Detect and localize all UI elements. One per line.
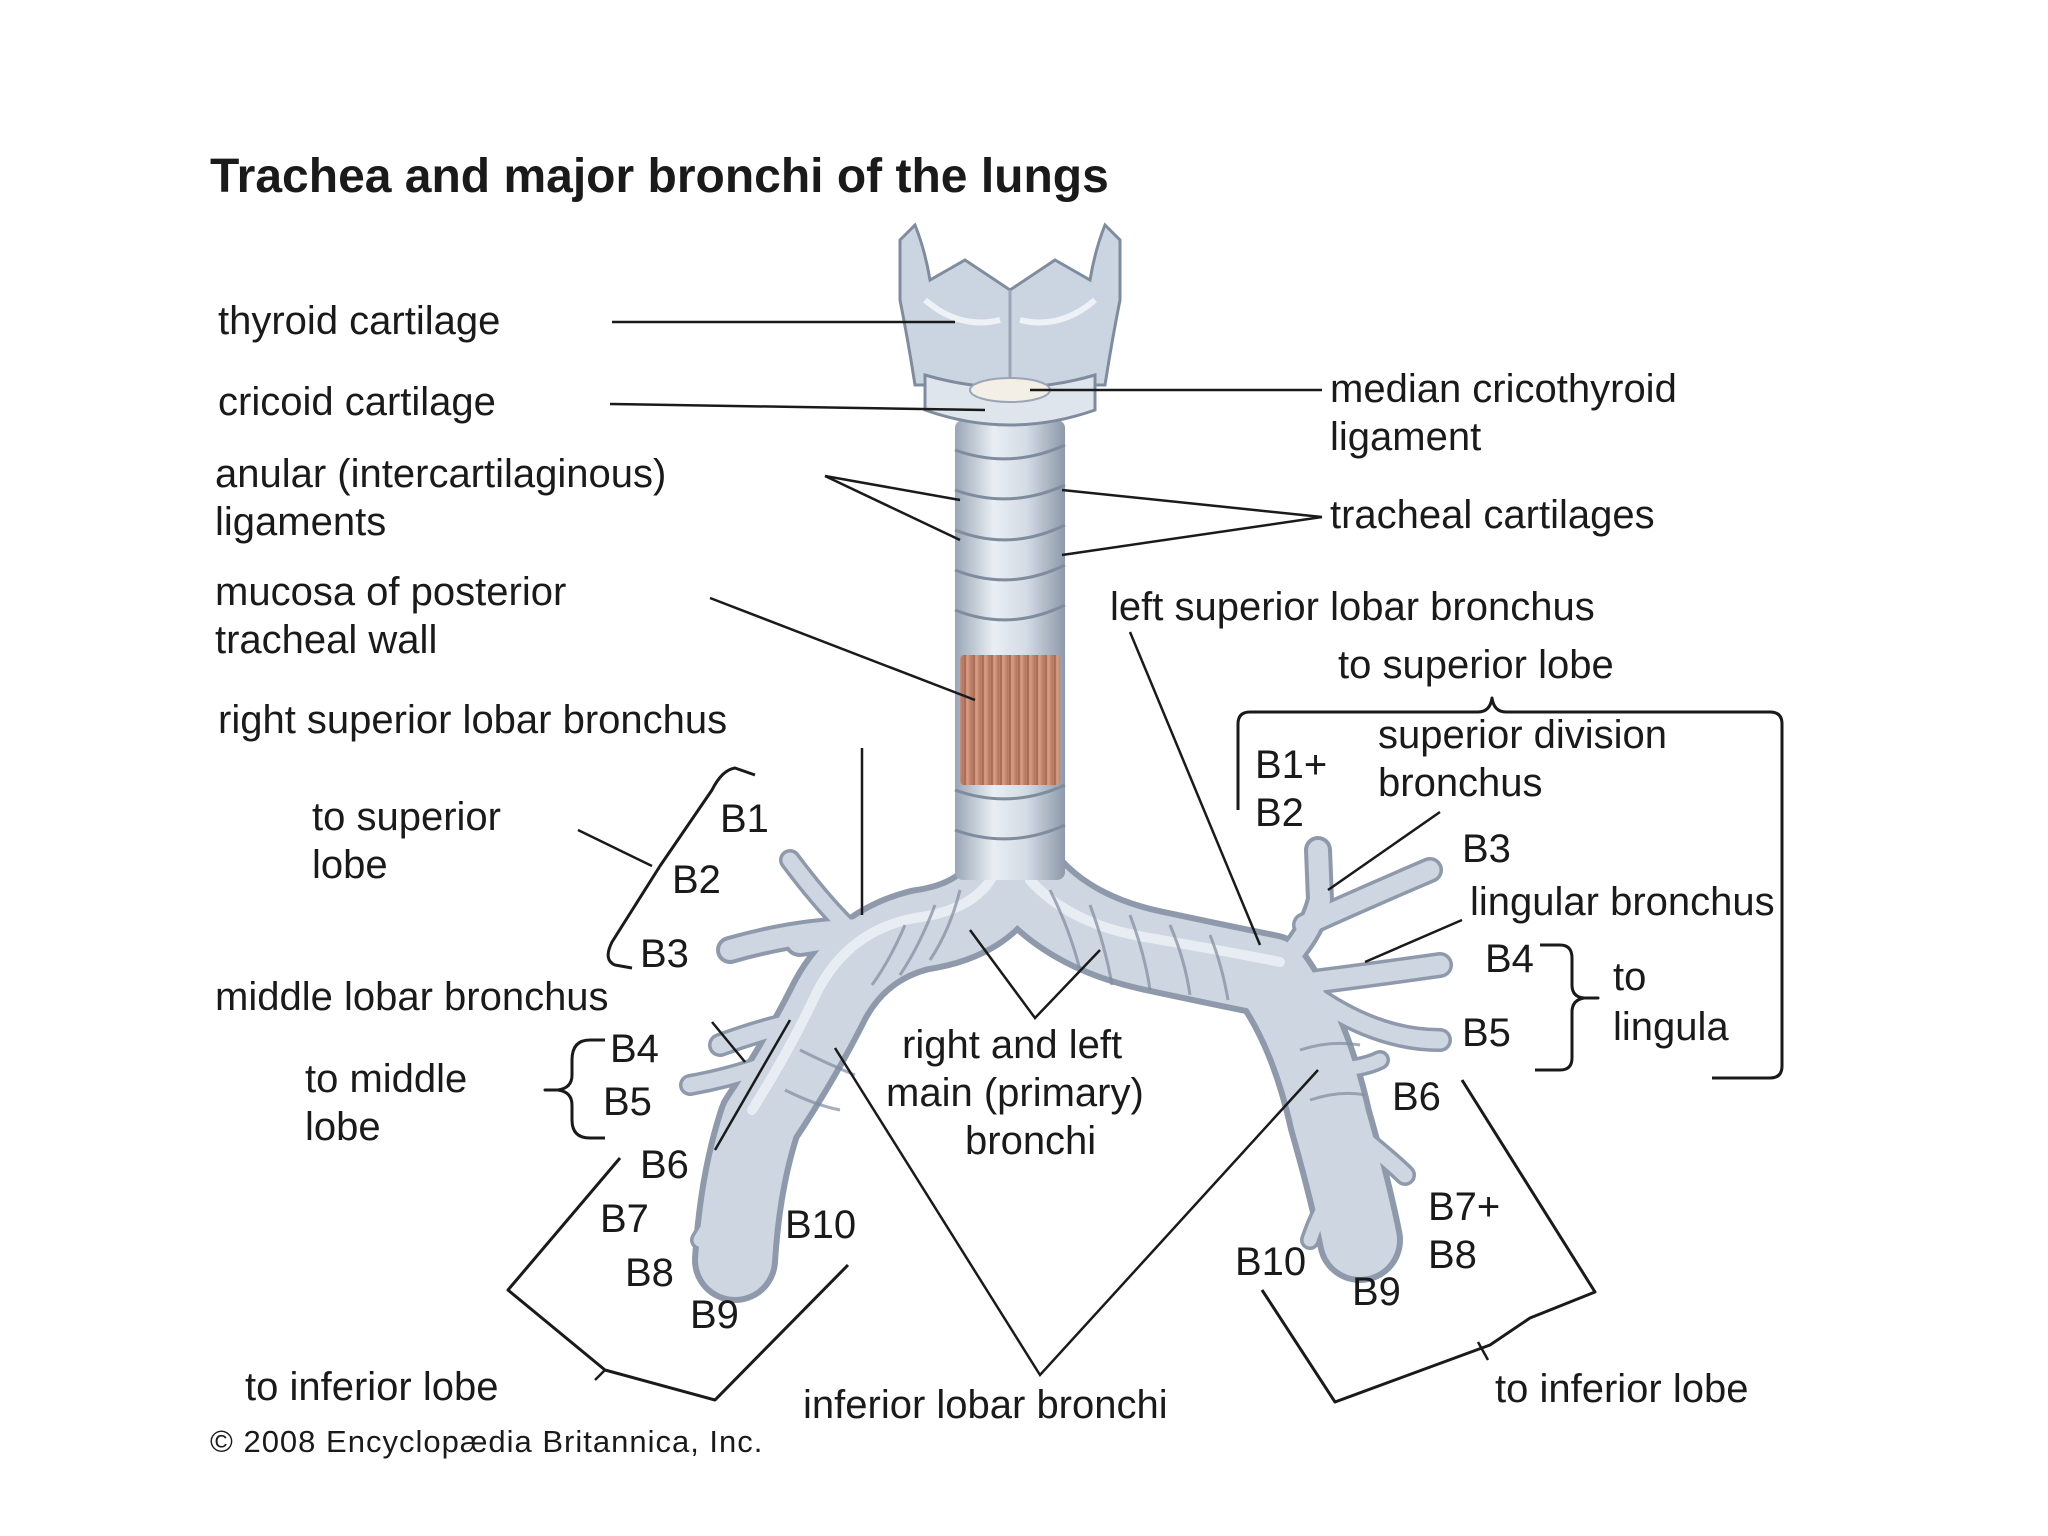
copyright-notice: © 2008 Encyclopædia Britannica, Inc.	[210, 1424, 763, 1459]
leader-to-inferior-lobe-right	[594, 1369, 606, 1381]
label-thyroid-cartilage: thyroid cartilage	[218, 299, 500, 343]
leader-main-bronchi	[968, 929, 1101, 1020]
label-anular-ligaments-1: anular (intercartilaginous)	[215, 452, 666, 496]
label-tracheal-cartilages: tracheal cartilages	[1330, 493, 1655, 537]
label-main-bronchi-3: bronchi	[965, 1119, 1096, 1163]
label-median-cricothyroid-1: median cricothyroid	[1330, 367, 1677, 411]
left-labels: thyroid cartilage cricoid cartilage anul…	[215, 299, 986, 1409]
label-to-inferior-lobe-left: to inferior lobe	[1495, 1367, 1748, 1411]
label-l-b10: B10	[1235, 1240, 1306, 1284]
leader-tracheal-cartilages-1	[1061, 488, 1323, 519]
bracket-inferior-lobe-right	[506, 1157, 850, 1402]
label-l-b3: B3	[1462, 827, 1511, 871]
label-mucosa-2: tracheal wall	[215, 618, 437, 662]
leader-anular-1	[824, 474, 961, 502]
leader-inferior-lobar-bronchi	[833, 1047, 1319, 1378]
label-to-inferior-lobe-right: to inferior lobe	[245, 1365, 498, 1409]
label-inferior-lobar-bronchi: inferior lobar bronchi	[803, 1383, 1168, 1427]
label-to-lingula-1: to	[1613, 955, 1646, 999]
bracket-inferior-lobe-left	[1260, 1079, 1597, 1404]
label-to-middle-lobe-2: lobe	[305, 1105, 381, 1149]
label-to-superior-lobe-left: to superior lobe	[1338, 643, 1614, 687]
label-r-b9: B9	[690, 1293, 739, 1337]
larynx	[898, 222, 1122, 427]
label-main-bronchi-2: main (primary)	[886, 1071, 1144, 1115]
label-r-b3: B3	[640, 932, 689, 976]
bracket-superior-lobe-right	[606, 766, 756, 970]
leader-to-superior-lobe-right	[577, 828, 653, 868]
right-labels: median cricothyroid ligament tracheal ca…	[1030, 367, 1784, 1411]
leader-middle-lobar	[711, 1021, 746, 1063]
label-r-b1: B1	[720, 797, 769, 841]
label-r-b4: B4	[610, 1027, 659, 1071]
label-l-b6: B6	[1392, 1075, 1441, 1119]
label-l-b4: B4	[1485, 937, 1534, 981]
mucosa-posterior-wall	[960, 655, 1060, 785]
label-right-superior-lobar-bronchus: right superior lobar bronchus	[218, 698, 727, 742]
trachea	[954, 420, 1066, 880]
label-r-b2: B2	[672, 858, 721, 902]
label-middle-lobar-bronchus: middle lobar bronchus	[215, 975, 609, 1019]
leader-left-superior-lobar	[1128, 631, 1262, 946]
bracket-middle-lobe	[543, 1038, 605, 1140]
label-cricoid-cartilage: cricoid cartilage	[218, 380, 496, 424]
label-left-superior-lobar-bronchus: left superior lobar bronchus	[1110, 585, 1595, 629]
label-l-b1-2-2: B2	[1255, 791, 1304, 835]
label-l-b9: B9	[1352, 1270, 1401, 1314]
label-lingular-bronchus: lingular bronchus	[1470, 880, 1775, 924]
leader-cricoid-cartilage	[609, 402, 986, 412]
label-median-cricothyroid-2: ligament	[1330, 415, 1481, 459]
leader-anular-2	[824, 474, 961, 542]
leader-superior-division	[1327, 810, 1441, 892]
label-l-b7-8-2: B8	[1428, 1233, 1477, 1277]
label-main-bronchi-1: right and left	[902, 1023, 1122, 1067]
label-r-b8: B8	[625, 1251, 674, 1295]
bronchial-tree	[679, 727, 1453, 1303]
label-l-b7-8-1: B7+	[1428, 1185, 1500, 1229]
leader-r-b6	[713, 1019, 792, 1151]
airway-illustration	[679, 222, 1453, 1303]
label-to-superior-lobe-right-1: to superior	[312, 795, 501, 839]
leader-lingular-bronchus	[1364, 918, 1463, 964]
label-r-b7: B7	[600, 1197, 649, 1241]
diagram-title: Trachea and major bronchi of the lungs	[210, 150, 1109, 203]
bracket-lingula	[1535, 943, 1600, 1072]
center-labels: right and left main (primary) bronchi in…	[803, 929, 1319, 1427]
label-to-lingula-2: lingula	[1613, 1005, 1729, 1049]
leader-mucosa	[709, 596, 976, 702]
bracket-superior-lobe-left	[1236, 696, 1784, 1080]
leader-tracheal-cartilages-2	[1061, 515, 1323, 557]
label-r-b5: B5	[603, 1080, 652, 1124]
label-l-b1-2-1: B1+	[1255, 743, 1327, 787]
label-l-b5: B5	[1462, 1011, 1511, 1055]
label-r-b6: B6	[640, 1143, 689, 1187]
label-mucosa-1: mucosa of posterior	[215, 570, 566, 614]
label-r-b10: B10	[785, 1203, 856, 1247]
label-superior-division-2: bronchus	[1378, 761, 1543, 805]
leader-to-inferior-lobe-left	[1476, 1341, 1490, 1361]
label-to-superior-lobe-right-2: lobe	[312, 843, 388, 887]
label-anular-ligaments-2: ligaments	[215, 500, 386, 544]
label-to-middle-lobe-1: to middle	[305, 1057, 467, 1101]
label-superior-division-1: superior division	[1378, 713, 1667, 757]
